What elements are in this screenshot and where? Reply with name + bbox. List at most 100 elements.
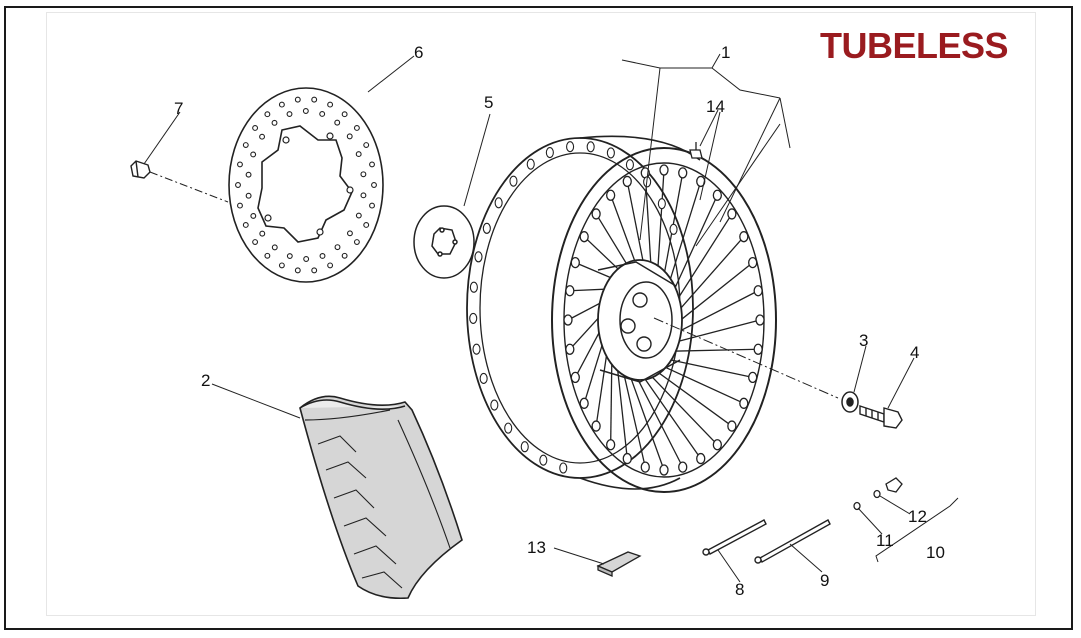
rim-hole <box>482 222 491 234</box>
disc-hole <box>286 111 293 118</box>
rim-hole <box>657 198 666 210</box>
disc-hole <box>242 142 249 148</box>
rim-hole <box>504 422 513 434</box>
disc-hole <box>259 133 266 140</box>
spoke-nipple <box>678 167 688 179</box>
rim-hole <box>494 197 503 209</box>
spoke-nipple <box>727 420 737 432</box>
spoke <box>660 348 759 353</box>
disc-hole <box>311 267 318 274</box>
callout-12: 12 <box>908 507 927 526</box>
callout-3: 3 <box>859 331 868 350</box>
disc-hole <box>346 230 353 237</box>
rim-hole <box>520 441 529 453</box>
callout-13: 13 <box>527 538 546 557</box>
spoke-nipple <box>748 256 758 269</box>
disc-hole <box>245 192 252 199</box>
disc-hole <box>341 252 348 259</box>
disc-hole <box>360 171 367 178</box>
rim-hole <box>545 147 554 159</box>
callout-numbers: 1 2 3 4 5 6 7 8 9 10 11 12 13 14 <box>174 43 945 599</box>
spoke-nipple <box>563 314 573 326</box>
disc-hole <box>369 202 375 209</box>
spoke-nipple <box>696 175 706 188</box>
spoke-nipple <box>570 256 580 269</box>
callout-9: 9 <box>820 571 829 590</box>
spoke-nipple <box>606 439 616 451</box>
spoke-nipple <box>659 164 669 176</box>
disc-hole <box>360 192 367 199</box>
callout-14: 14 <box>706 97 725 116</box>
disc-hole <box>235 182 241 188</box>
rim-hole <box>474 251 483 263</box>
spoke-nipple <box>591 420 601 432</box>
disc-hole <box>319 252 326 259</box>
rim-hole <box>490 399 499 411</box>
spoke-nipple <box>748 371 758 384</box>
disc-hole <box>294 267 301 274</box>
callout-8: 8 <box>735 580 744 599</box>
cover-plate <box>413 205 475 279</box>
disc-hole <box>355 151 362 158</box>
spoke-nipple <box>678 461 688 473</box>
disc-hole <box>264 252 271 259</box>
spoke <box>664 319 761 346</box>
callout-2: 2 <box>201 371 210 390</box>
disc-hole <box>369 161 375 168</box>
spoke-nipple <box>565 343 575 355</box>
disc-hole <box>311 96 318 103</box>
spoke-nipple <box>727 208 737 220</box>
disc-hole <box>259 230 266 237</box>
rim-hole <box>472 343 481 355</box>
spoke <box>667 290 759 338</box>
small-screw <box>689 142 703 159</box>
disc-hole <box>371 182 377 188</box>
disc-hole <box>250 212 257 219</box>
rod-short <box>702 519 767 556</box>
tire <box>299 395 463 600</box>
disc-hole <box>327 101 334 108</box>
disc-hole <box>278 262 285 269</box>
wheel-assembly <box>466 135 777 493</box>
disc-hole <box>353 125 360 131</box>
spoke-nipple <box>591 208 601 220</box>
rim-hole <box>625 159 634 171</box>
spoke <box>656 356 753 379</box>
disc-hole <box>341 111 348 118</box>
callout-1: 1 <box>721 43 730 62</box>
disc-hole <box>245 171 252 178</box>
disc-hole <box>303 256 310 262</box>
rim-hole <box>559 462 568 474</box>
spoke-nipple <box>739 397 749 409</box>
spoke-nipple <box>753 343 763 355</box>
disc-hole <box>353 239 360 245</box>
disc-hole <box>363 142 370 148</box>
disc-hole <box>264 111 271 118</box>
rim-hole <box>526 158 535 170</box>
rim-hole <box>469 281 478 293</box>
spoke-nipple <box>606 189 616 201</box>
valve-parts <box>853 477 903 511</box>
spoke-nipple <box>712 439 722 451</box>
disc-hole <box>271 119 278 126</box>
spoke-nipple <box>696 452 706 465</box>
washer <box>841 391 859 413</box>
disc-hole <box>355 212 362 219</box>
rim-hole <box>606 147 615 159</box>
disc-axis-line <box>149 171 229 203</box>
bolt <box>859 405 903 429</box>
brake-disc <box>228 87 384 283</box>
callout-5: 5 <box>484 93 493 112</box>
leader-lines <box>143 53 959 583</box>
callout-10: 10 <box>926 543 945 562</box>
spoke-nipple <box>640 461 650 473</box>
spoke <box>668 213 733 313</box>
disc-hole <box>363 222 370 228</box>
spoke-nipple <box>659 464 669 476</box>
spoke-nipple <box>570 371 580 384</box>
spoke <box>664 181 702 297</box>
disc-hole <box>327 262 334 269</box>
disc-hole <box>271 244 278 251</box>
callout-11: 11 <box>876 531 894 550</box>
